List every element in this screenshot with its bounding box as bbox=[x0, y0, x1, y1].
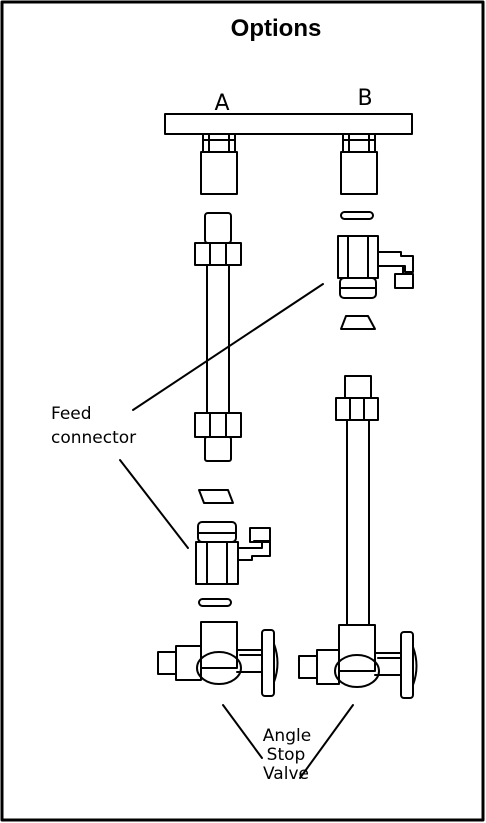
feed-connector-label-line2: connector bbox=[51, 428, 136, 448]
compression-sleeve-b bbox=[340, 315, 376, 330]
leader-feed-connector-b bbox=[132, 283, 324, 411]
angle-valve-label-line2: Stop bbox=[267, 745, 306, 765]
feed-connector-label-line1: Feed bbox=[51, 404, 92, 424]
fitting-a-top bbox=[200, 133, 238, 195]
mounting-plate bbox=[164, 113, 413, 135]
angle-stop-valve-b bbox=[298, 624, 418, 699]
angle-valve-label-line1: Angle bbox=[263, 726, 311, 746]
angle-stop-valve-a bbox=[157, 621, 279, 697]
supply-tube-a bbox=[194, 212, 242, 462]
column-label-a: A bbox=[214, 91, 229, 116]
supply-tube-b bbox=[335, 375, 379, 626]
feed-connector-b bbox=[337, 235, 414, 299]
leader-angle-valve-a bbox=[222, 704, 263, 759]
washer-b-top bbox=[340, 211, 374, 220]
compression-sleeve-a bbox=[198, 489, 234, 504]
leader-feed-connector-a bbox=[119, 459, 189, 549]
page-title: Options bbox=[231, 15, 322, 42]
leader-angle-valve-b bbox=[299, 704, 354, 779]
washer-a bbox=[198, 598, 232, 607]
fitting-b-top bbox=[340, 133, 378, 195]
feed-connector-a bbox=[195, 521, 271, 585]
angle-valve-label-line3: Valve bbox=[263, 764, 309, 784]
column-label-b: B bbox=[357, 86, 372, 111]
